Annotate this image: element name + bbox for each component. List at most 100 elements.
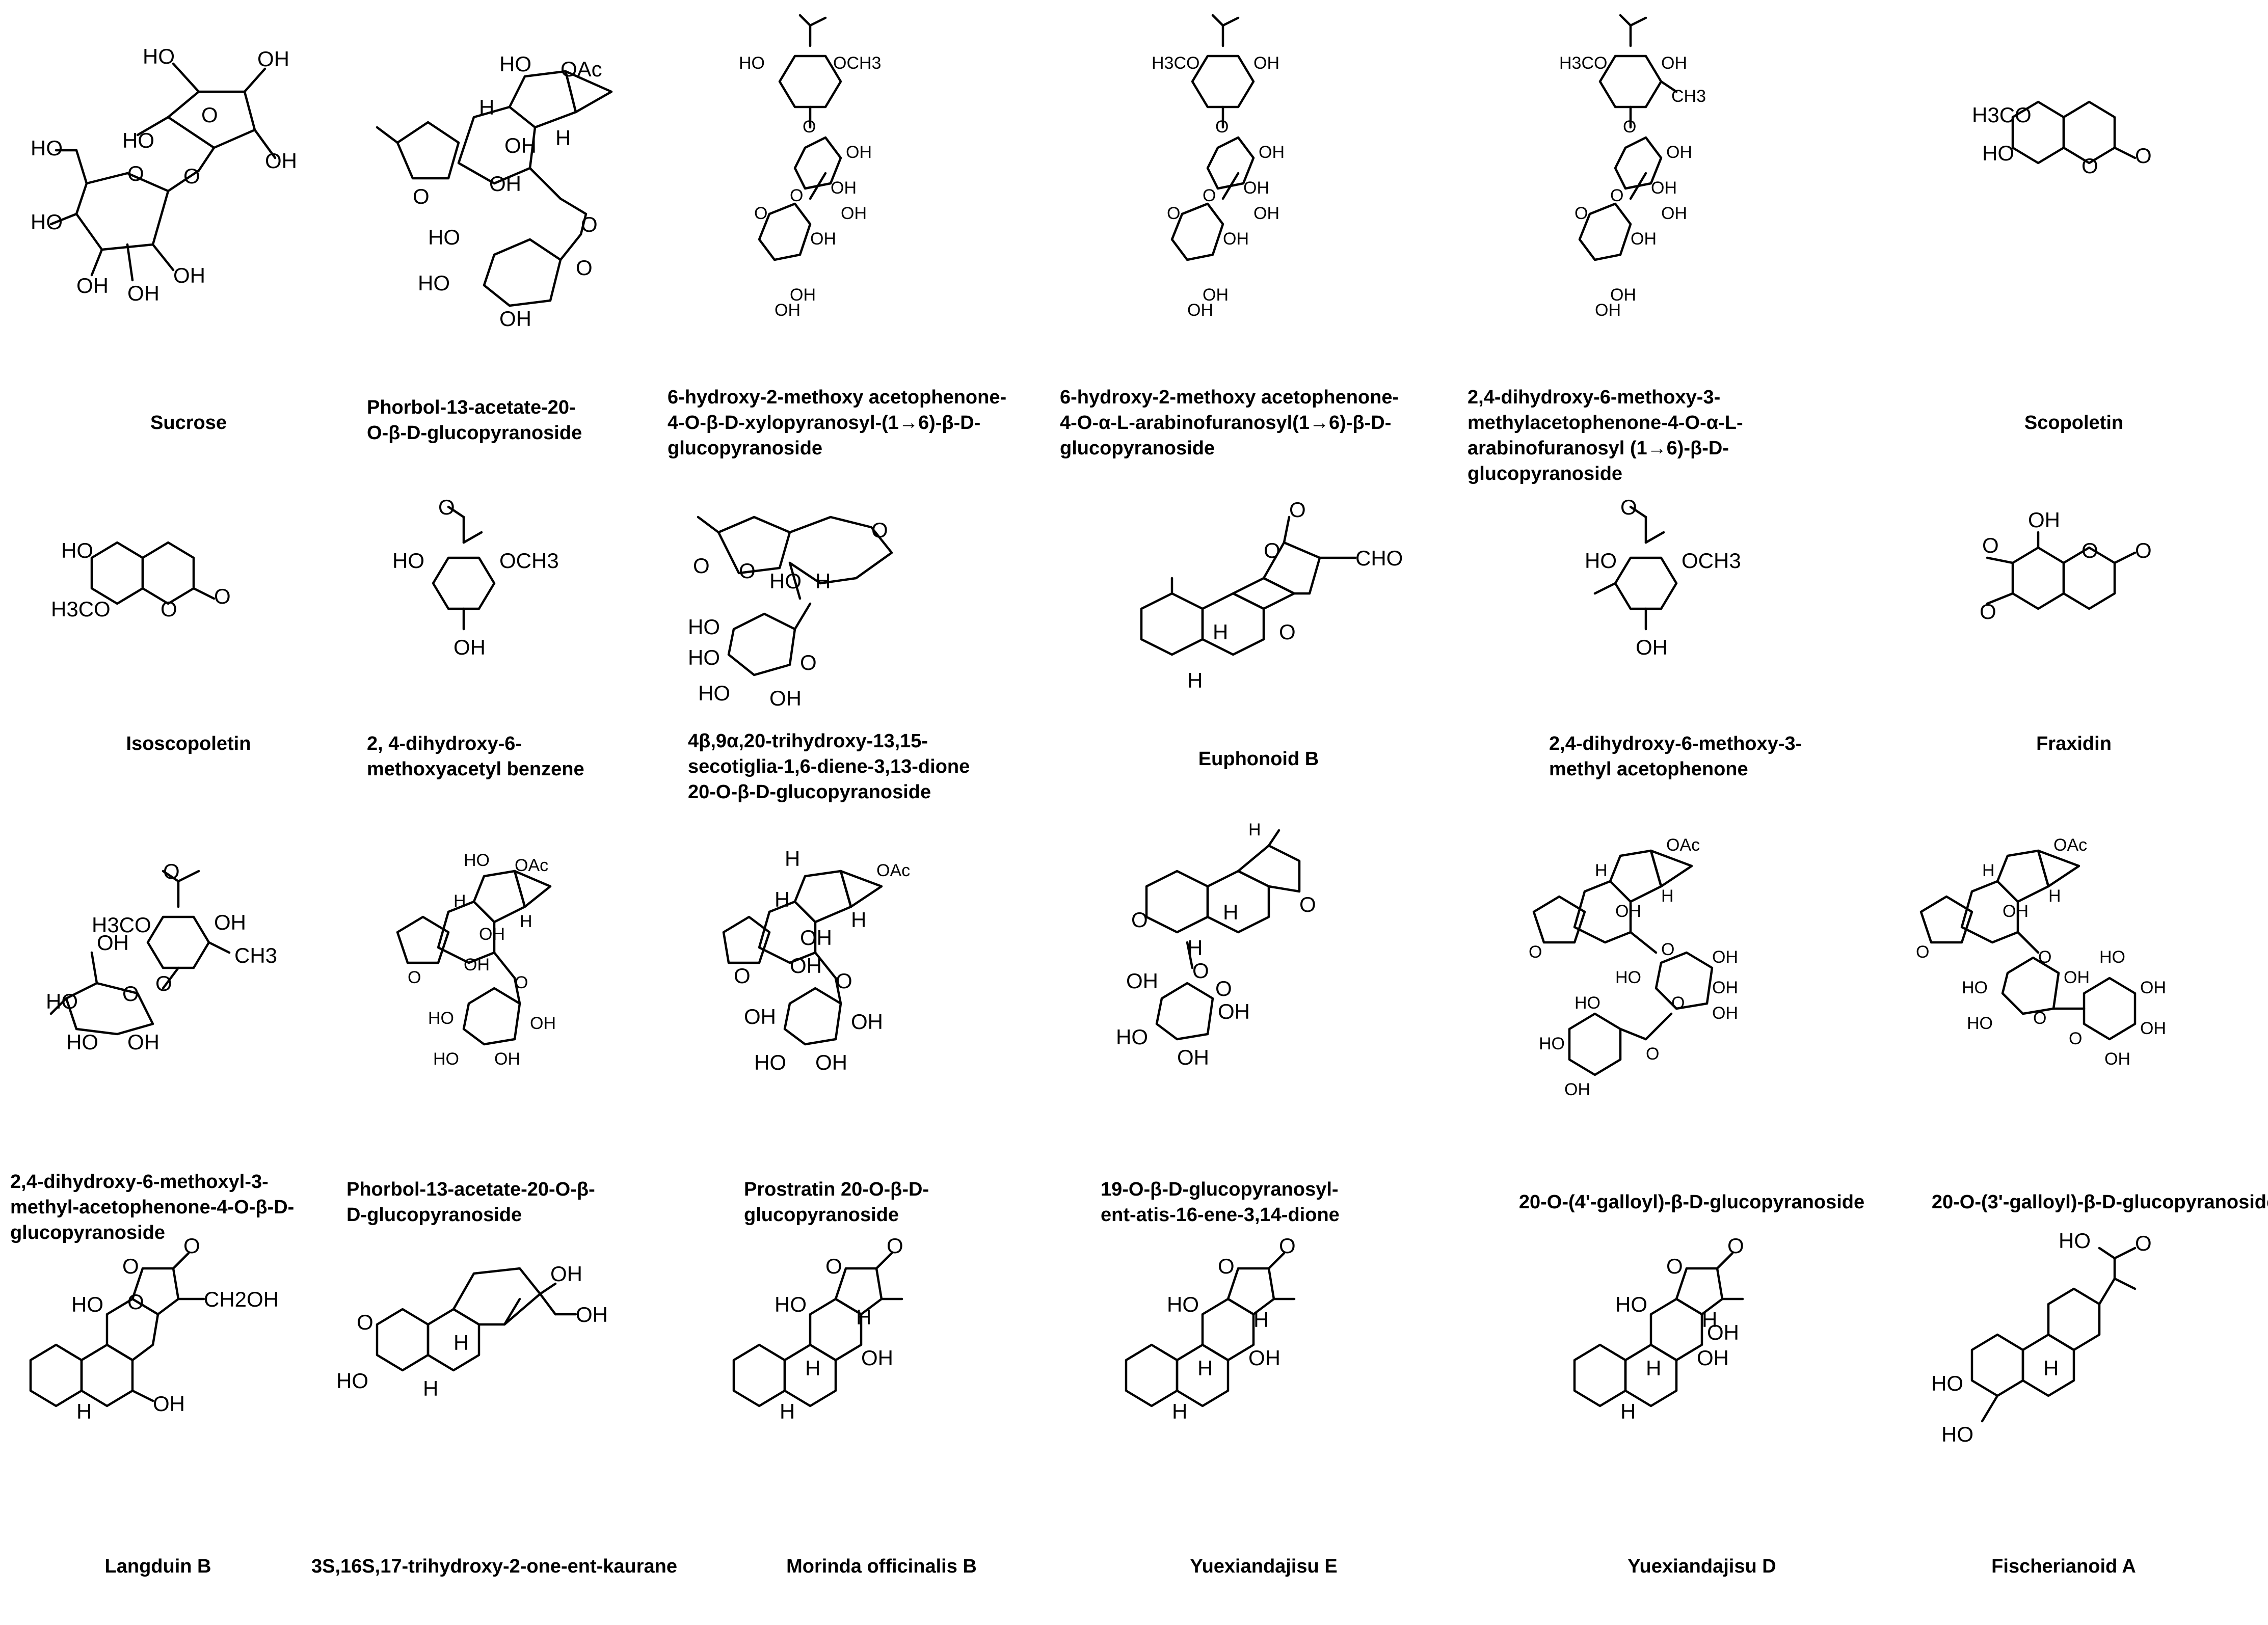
compound-prostratin-glucoside: H OAc H H OH O OH OH OH HO OH O Prostrat… [722,825,1101,1226]
label: H [1248,820,1261,839]
label: O [1167,204,1180,223]
label: H [1253,1308,1269,1332]
label: OH [257,47,289,71]
label: HO [66,1030,98,1054]
label: OH [1177,1045,1209,1069]
ent-kaurane-structure: OH O H OH HO H [336,1262,608,1400]
compound-caption: Sucrose [150,412,227,434]
label: OH [846,143,872,162]
label: H3CO [51,597,111,621]
fraxidin-structure: OH O O O O [1980,508,2152,624]
label: O [1623,117,1636,137]
label: O [871,518,888,542]
label: O [887,1234,903,1258]
label: OCH3 [833,53,881,73]
label: HO [336,1369,368,1393]
secotiglia-glucoside-structure: O O HO H HO O HO HO OH O [688,516,893,710]
label: HO [1931,1371,1963,1395]
compound-ent-atis-glucoside: H O O H H O OH OH HO OH O 19-O-β-D-gluco… [1085,820,1462,1226]
label: H [1702,1308,1717,1332]
methylacetophenone-glc-structure: O H3CO OH CH3 OH HO HO OH O O [46,859,277,1054]
label: H [785,847,800,871]
3-galloyl-glucoside-structure: OAc H H OH O HO O OH HO HO O OH OH OH O [1916,835,2166,1069]
label: HO [122,128,154,152]
label: HO [31,136,63,160]
label: OH [790,954,822,978]
label: HO [71,1292,103,1316]
label: O [1727,1234,1744,1258]
morinda-officinalis-b-structure: O O HO H H OH H [732,1234,903,1423]
label: H [1982,861,1995,880]
label: OH [2003,902,2029,921]
label: HO [1167,1292,1199,1316]
compound-caption: Yuexiandajisu E [1190,1556,1338,1577]
compound-3-galloyl-glucoside: OAc H H OH O HO O OH HO HO O OH OH OH O … [1885,825,2268,1223]
label: OH [1712,978,1738,997]
compound-acetophenone-ara-glc: H3CO OH O OH O OH OH O OH OH OH 6-hydrox… [1050,0,1427,459]
prostratin-glucoside-structure: H OAc H H OH O OH OH OH HO OH O [722,847,910,1074]
compound-methoxyacetyl-benzene: HO OCH3 OH O 2, 4-dihydroxy-6- methoxyac… [357,495,734,899]
label: O [1203,186,1216,205]
label: OH [265,149,297,173]
label: H [1213,620,1228,644]
label: H [1595,861,1608,880]
label: O [1610,186,1623,205]
label: H [1223,900,1238,924]
label: HO [1615,968,1641,987]
label: O [357,1310,373,1334]
label: H [1620,1399,1636,1423]
label: H [1172,1399,1187,1423]
label: O [836,969,852,993]
label: O [413,184,430,208]
label: OAc [1666,835,1700,855]
compound-secotiglia-glucoside: O O HO H HO O HO HO OH O 4β,9α,20-trihyd… [678,502,1055,899]
compound-morinda-officinalis-b: O O HO H H OH H Morinda officinalis B [724,1228,1101,1625]
label: OH [1707,1320,1739,1344]
label: O [2069,1029,2082,1048]
label: OH [1615,902,1641,921]
label: H [76,1399,92,1423]
label: O [576,256,593,280]
isoscopoletin-structure: HO H3CO O O [51,538,231,621]
label: OH [504,133,537,157]
label: OH [576,1303,608,1326]
compound-scopoletin: H3CO HO O O Scopoletin [1885,15,2262,434]
label: OH [1666,143,1692,162]
label: OH [775,301,801,320]
label: H [520,912,532,931]
label: O [1192,959,1209,983]
compound-yuexiandajisu-d: O O HO H OH H OH H Yuexiandajisu D [1534,1228,1911,1625]
label: OH [831,178,857,198]
compound-caption: Scopoletin [2024,412,2124,434]
label: H [815,569,831,593]
label: O [825,1254,842,1278]
label: HO [1615,1292,1647,1316]
label: CHO [1355,546,1403,570]
label: OH [1126,969,1158,993]
compound-yuexiandajisu-e: O O HO H OH H H Yuexiandajisu E [1085,1228,1462,1625]
label: OH [127,1030,159,1054]
label: OH [810,229,836,249]
compound-caption: 4β,9α,20-trihydroxy-13,15- secotiglia-1,… [688,730,970,803]
acetophenone-xyl-glc-structure: HO OCH3 O OH O OH OH O OH OH OH [739,14,881,320]
sucrose-structure: HO OH HO O OH HO O O OH HO OH OH [31,44,297,305]
label: HO [143,44,175,68]
label: HO [775,1292,807,1316]
label: OH [2140,1019,2166,1038]
label: H [805,1356,820,1380]
label: OH [1610,285,1636,305]
label: OH [489,172,521,196]
compound-caption: Isoscopoletin [126,733,251,754]
label: O [2082,154,2098,178]
label: O [1218,1254,1235,1278]
compound-caption: 6-hydroxy-2-methoxy acetophenone- 4-O-α-… [1060,387,1399,459]
label: O [2135,538,2152,562]
label: HO [61,538,93,562]
label: HO [754,1050,786,1074]
label: O [1279,1234,1296,1258]
label: OH [530,1014,556,1033]
label: O [1289,498,1306,522]
label: O [2082,538,2098,562]
compound-caption: 20-O-(4'-galloyl)-β-D-glucopyranoside [1518,1191,1865,1213]
label: O [1671,993,1685,1013]
